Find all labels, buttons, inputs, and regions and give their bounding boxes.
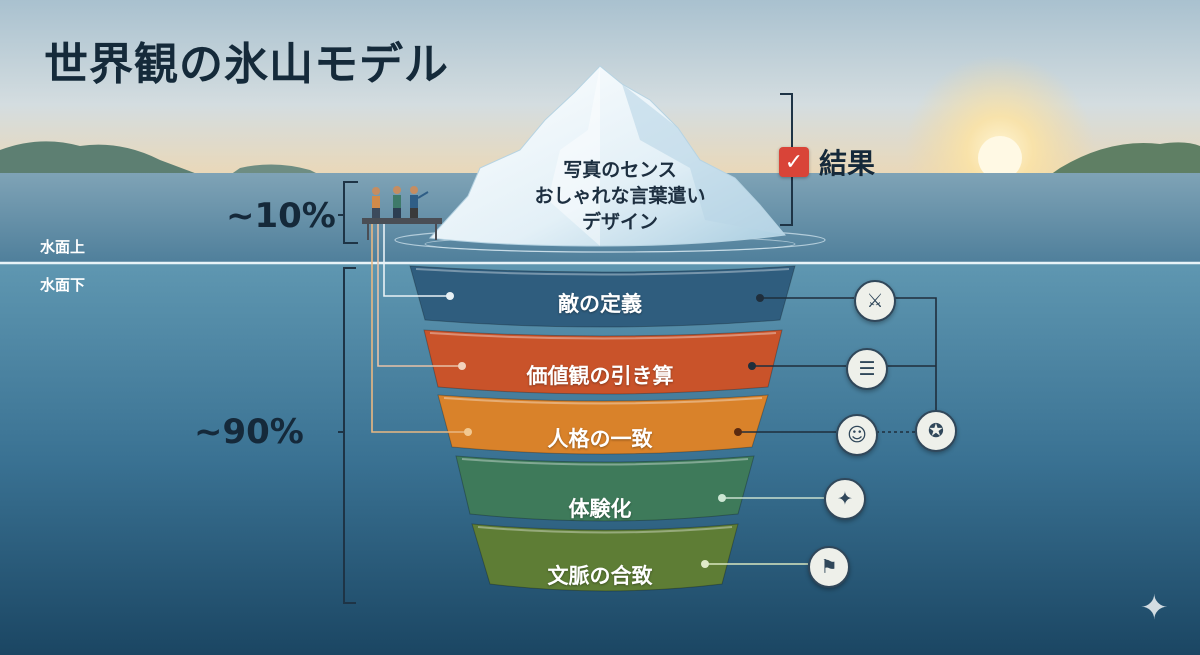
strategy-icon: ⚔ — [854, 280, 896, 322]
tip-line: おしゃれな言葉遣い — [534, 185, 706, 207]
bracket-below — [343, 267, 356, 604]
sparkle-icon: ✦ — [1140, 588, 1169, 628]
connector-dot — [718, 494, 726, 502]
layer-label: 文脈の合致 — [547, 564, 653, 588]
ice-facet — [622, 84, 785, 235]
running-person-icon: ✦ — [824, 478, 866, 520]
connector-line — [892, 297, 937, 412]
dock — [362, 218, 442, 224]
iceberg-layers — [409, 265, 796, 592]
bracket-above — [343, 181, 358, 244]
connector-lines — [371, 224, 937, 568]
connector-dot — [458, 362, 466, 370]
above-surface-label: 水面上 — [40, 238, 86, 256]
map-pin-icon: ⚑ — [808, 546, 850, 588]
below-surface-label: 水面下 — [40, 276, 86, 294]
iceberg-tip — [428, 65, 786, 247]
checkmark-icon: ✓ — [779, 147, 809, 177]
above-percent: ~10% — [226, 196, 336, 236]
layer-highlight — [429, 332, 777, 340]
layer-label: 人格の一致 — [547, 427, 653, 451]
result-label: 結果 — [819, 147, 876, 180]
iceberg-layer — [423, 329, 783, 395]
hill-small — [230, 164, 320, 175]
connector-line — [377, 224, 462, 367]
layer-label: 価値観の引き算 — [526, 364, 674, 388]
iceberg-layer — [471, 523, 739, 592]
page-title: 世界観の氷山モデル — [44, 39, 449, 90]
hill-left — [0, 141, 200, 175]
connector-dot — [464, 428, 472, 436]
connector-dot — [701, 560, 709, 568]
priority-list-icon: ☰ — [846, 348, 888, 390]
below-percent: ~90% — [194, 412, 304, 452]
mind-icon: ☺ — [836, 414, 878, 456]
connector-dot — [756, 294, 764, 302]
layer-highlight — [415, 268, 790, 276]
layer-highlight — [443, 397, 763, 405]
layer-highlight — [477, 526, 733, 534]
sun — [978, 136, 1022, 180]
layer-highlight — [461, 458, 749, 466]
connector-line — [371, 224, 468, 433]
result-badge: ✓ 結果 — [779, 142, 875, 182]
iceberg-layer — [409, 265, 796, 328]
connector-line — [383, 224, 450, 297]
tip-line: デザイン — [581, 211, 658, 233]
ice-facet — [548, 66, 600, 246]
people-icon — [372, 186, 429, 218]
award-ribbon-icon: ✪ — [915, 410, 957, 452]
connector-dot — [446, 292, 454, 300]
connector-dot — [734, 428, 742, 436]
tip-line: 写真のセンス — [563, 159, 677, 181]
layer-label: 敵の定義 — [558, 292, 642, 316]
connector-dot — [748, 362, 756, 370]
hill-right — [1050, 142, 1200, 175]
iceberg-layer — [437, 394, 769, 455]
iceberg-layer — [455, 455, 755, 522]
layer-label: 体験化 — [568, 497, 632, 521]
